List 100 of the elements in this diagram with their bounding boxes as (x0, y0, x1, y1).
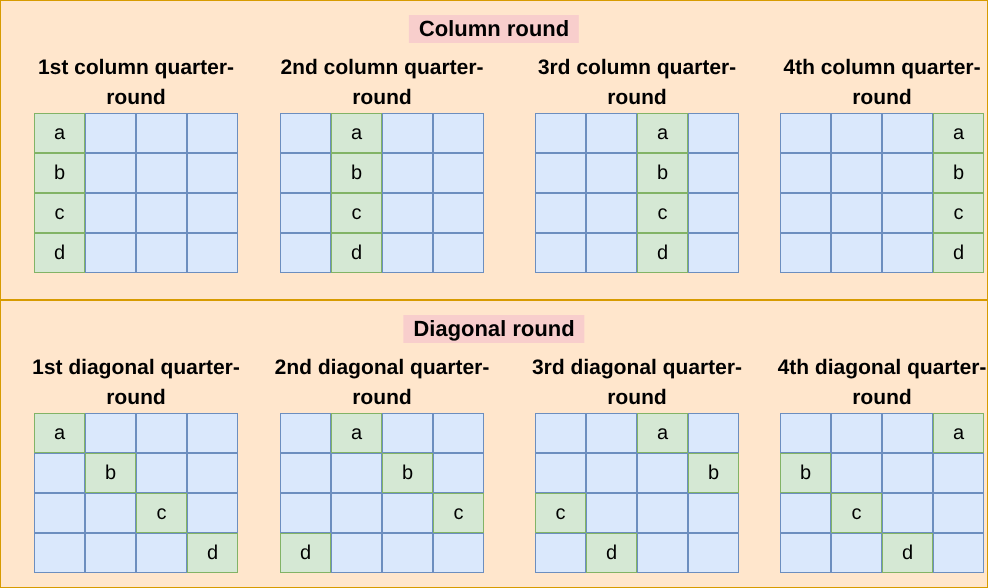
grid-cell: d (187, 533, 238, 573)
grid-cell (831, 233, 882, 273)
grid-cell (187, 493, 238, 533)
grid-cell: a (637, 413, 688, 453)
grid-cell (831, 113, 882, 153)
grid-cell (637, 493, 688, 533)
grid-cell (688, 493, 739, 533)
grid-cell (780, 233, 831, 273)
grid-cell: a (933, 413, 984, 453)
grid-cell (136, 533, 187, 573)
grid-cell (831, 413, 882, 453)
grid-cell (882, 413, 933, 453)
grid-cell: a (637, 113, 688, 153)
grid-heading: 4th column quarter-round (782, 55, 982, 111)
grid-cell (433, 193, 484, 233)
grid-cell (535, 113, 586, 153)
grid-cell (331, 533, 382, 573)
grid-cell: b (688, 453, 739, 493)
grid-heading: 2nd diagonal quarter-round (274, 355, 490, 411)
grid-cell (382, 413, 433, 453)
grid-cell (637, 453, 688, 493)
grid-cell (535, 533, 586, 573)
grid-cell (187, 193, 238, 233)
grid-cell (187, 233, 238, 273)
grid-cell (688, 413, 739, 453)
grid-cell: d (637, 233, 688, 273)
grid-cell (780, 193, 831, 233)
grid-cell: c (535, 493, 586, 533)
grid-cell (136, 153, 187, 193)
grid-cell: b (85, 453, 136, 493)
grid-cell (382, 493, 433, 533)
grid-cell (136, 193, 187, 233)
grid-cell (85, 153, 136, 193)
grid-cell (882, 153, 933, 193)
grid-cell: b (331, 153, 382, 193)
grid-cell: b (34, 153, 85, 193)
grid-cell (382, 113, 433, 153)
grid-cell (586, 233, 637, 273)
grid-cell (34, 533, 85, 573)
grid-cell (780, 533, 831, 573)
grid-cell: c (34, 193, 85, 233)
grid-cell (535, 233, 586, 273)
grid-cell (933, 453, 984, 493)
grid-cell: b (382, 453, 433, 493)
grid-cell: b (780, 453, 831, 493)
grid-cell: c (637, 193, 688, 233)
grid-heading: 4th diagonal quarter-round (776, 355, 988, 411)
grid-cell: a (34, 413, 85, 453)
grid-cell (882, 193, 933, 233)
grid-cell: d (933, 233, 984, 273)
grid-cell: d (586, 533, 637, 573)
grid-cell (831, 453, 882, 493)
grid-heading: 3rd diagonal quarter-round (530, 355, 744, 411)
grid-cell: a (933, 113, 984, 153)
grid-cell (382, 193, 433, 233)
grid-cell (780, 113, 831, 153)
grid-cell (280, 193, 331, 233)
grid-cell (780, 153, 831, 193)
grid-cell (535, 193, 586, 233)
grid-cell (433, 113, 484, 153)
panel-title: Column round (408, 15, 580, 43)
grid-cell: b (933, 153, 984, 193)
grid-cell (280, 413, 331, 453)
grid-cell (535, 453, 586, 493)
grid-cell (382, 153, 433, 193)
grid-cell: c (433, 493, 484, 533)
grid-cell (831, 193, 882, 233)
grid-cell (187, 453, 238, 493)
grid-cell (280, 153, 331, 193)
grid-cell (187, 153, 238, 193)
grid-cell (433, 233, 484, 273)
grid-cell (85, 233, 136, 273)
grid-cell: d (331, 233, 382, 273)
grid-cell (34, 493, 85, 533)
grid-cell (780, 493, 831, 533)
grid-cell: b (637, 153, 688, 193)
grid-cell (136, 453, 187, 493)
grid-cell (688, 533, 739, 573)
grid-cell (382, 533, 433, 573)
grid-cell (280, 493, 331, 533)
grid-cell (882, 453, 933, 493)
grid-cell (933, 493, 984, 533)
grid-cell (187, 113, 238, 153)
grid-heading: 1st column quarter-round (36, 55, 236, 111)
grid-cell: c (933, 193, 984, 233)
grid-cell (586, 493, 637, 533)
grid-cell (136, 233, 187, 273)
grid-cell (831, 153, 882, 193)
grid-cell (586, 453, 637, 493)
grid-cell (831, 533, 882, 573)
grid-cell (280, 113, 331, 153)
grid-cell (136, 413, 187, 453)
grid-cell (331, 493, 382, 533)
grid-cell (187, 413, 238, 453)
grid-cell (85, 113, 136, 153)
grid-cell (85, 493, 136, 533)
grid-cell: d (34, 233, 85, 273)
grid-cell: a (331, 413, 382, 453)
grid-cell (688, 193, 739, 233)
grid-cell (586, 113, 637, 153)
